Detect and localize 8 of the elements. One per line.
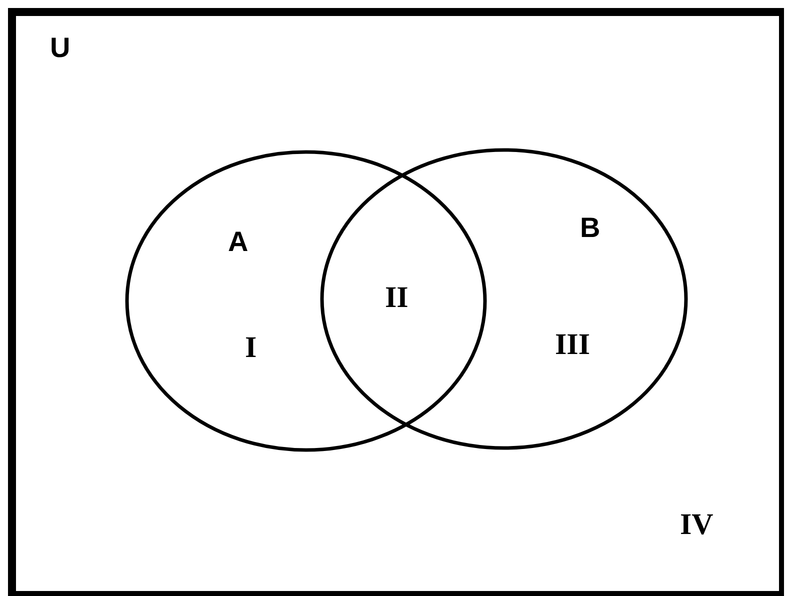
region-numeral: II <box>385 283 408 313</box>
region-numeral: IV <box>680 510 714 540</box>
region-numeral: III <box>555 330 590 360</box>
set-label: B <box>580 214 600 242</box>
universe-frame <box>8 8 784 596</box>
region-numeral: I <box>245 333 257 363</box>
set-label: U <box>50 34 70 62</box>
set-label: A <box>228 228 248 256</box>
